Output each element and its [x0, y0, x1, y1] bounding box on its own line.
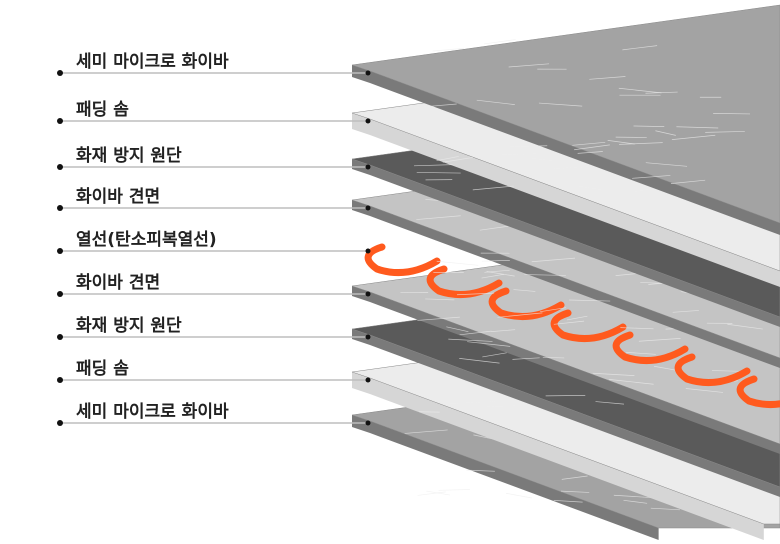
layer-label-5: 열선(탄소피복열선) — [76, 225, 217, 250]
leader-dot — [57, 291, 63, 297]
leader-dot — [366, 249, 371, 254]
leader-dot — [366, 206, 371, 211]
layer-label-9: 세미 마이크로 화이바 — [76, 397, 229, 422]
leader-dot — [57, 420, 63, 426]
layer-label-6: 화이바 견면 — [76, 268, 160, 293]
layer-label-4: 화이바 견면 — [76, 182, 160, 207]
leader-dot — [57, 118, 63, 124]
leader-dot — [57, 377, 63, 383]
leader-dot — [57, 164, 63, 170]
fabric-texture — [506, 493, 532, 498]
leader-dot — [366, 165, 371, 170]
leader-dot — [57, 334, 63, 340]
layer-label-7: 화재 방지 원단 — [76, 311, 182, 336]
layer-label-8: 패딩 솜 — [76, 354, 129, 379]
leader-dot — [57, 248, 63, 254]
leader-dot — [366, 71, 371, 76]
leader-dot — [366, 335, 371, 340]
leader-dot — [57, 70, 63, 76]
fabric-texture — [437, 261, 479, 265]
leader-dot — [57, 205, 63, 211]
fabric-texture — [439, 490, 470, 491]
layer-label-2: 패딩 솜 — [76, 95, 129, 120]
layer-label-1: 세미 마이크로 화이바 — [76, 47, 229, 72]
leader-dot — [366, 119, 371, 124]
layer-label-3: 화재 방지 원단 — [76, 141, 182, 166]
leader-dot — [366, 292, 371, 297]
leader-dot — [366, 421, 371, 426]
leader-dot — [366, 378, 371, 383]
